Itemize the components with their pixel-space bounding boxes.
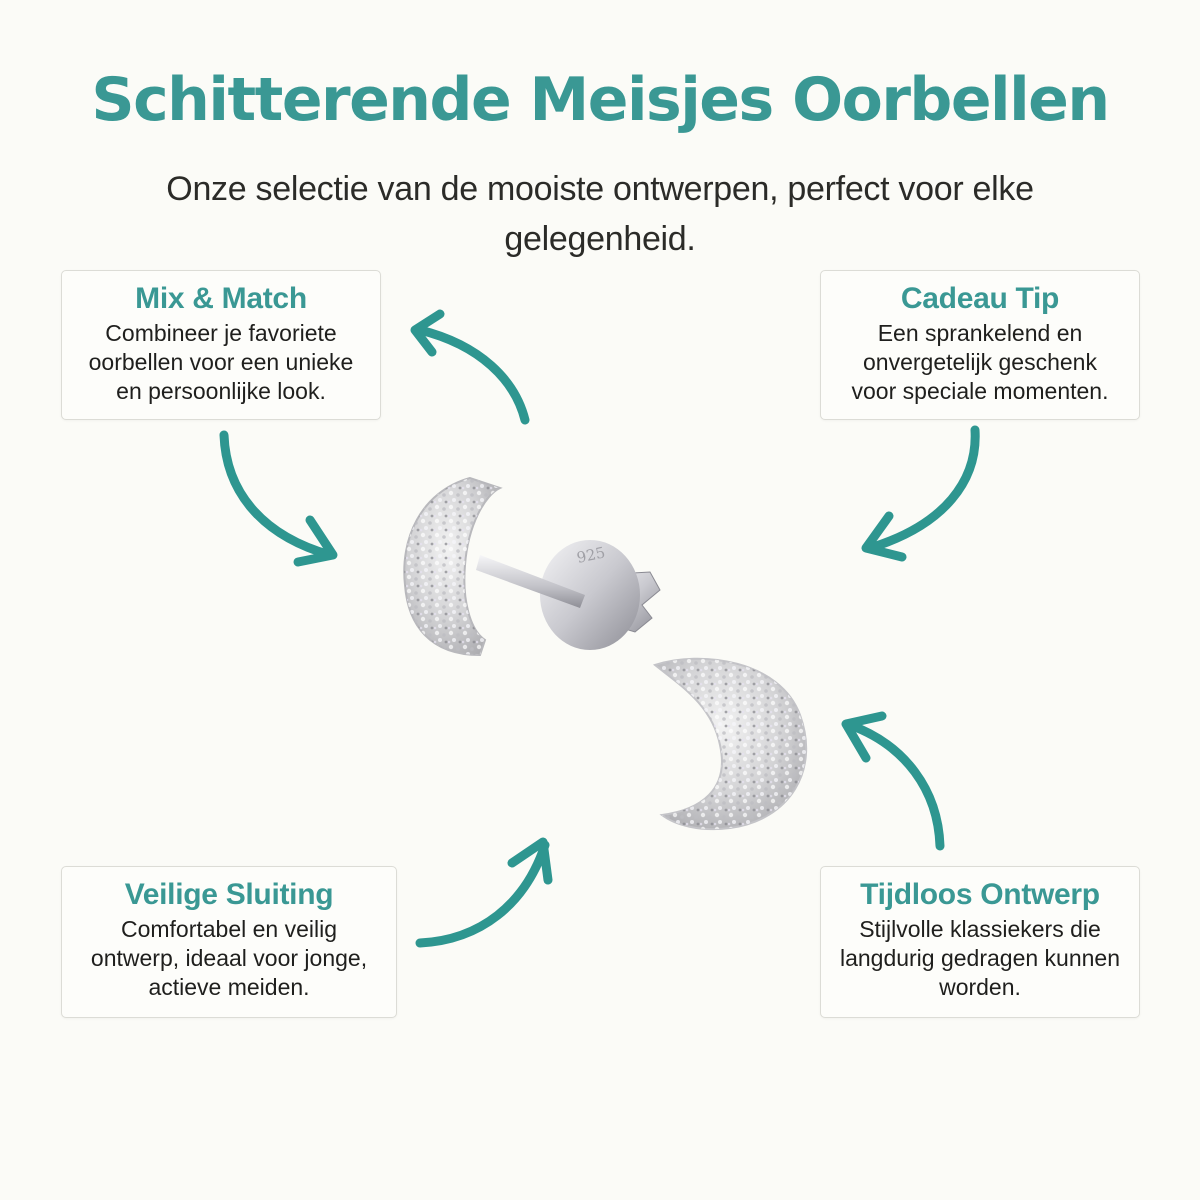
page-title: Schitterende Meisjes Oorbellen xyxy=(91,65,1110,135)
card-body: Comfortabel en veilig ontwerp, ideaal vo… xyxy=(90,916,368,1000)
feature-card-tijdloos-ontwerp: Tijdloos Ontwerp Stijlvolle klassiekers … xyxy=(820,866,1140,1018)
card-body: Een sprankelend en onvergetelijk geschen… xyxy=(851,320,1109,404)
card-title: Mix & Match xyxy=(135,282,307,315)
stamp-925: 925 xyxy=(575,543,607,567)
card-title: Cadeau Tip xyxy=(900,282,1060,315)
arrow-icon-tijd-in xyxy=(841,711,945,851)
arrow-icon-mix-in xyxy=(219,430,338,567)
earring-front-view-image xyxy=(652,657,808,831)
card-title: Tijdloos Ontwerp xyxy=(860,878,1100,911)
feature-card-mix-match: Mix & Match Combineer je favoriete oorbe… xyxy=(61,270,381,420)
card-body: Stijlvolle klassiekers die langdurig ged… xyxy=(839,916,1121,1000)
arrow-icon-mix-out xyxy=(410,309,530,425)
card-title: Veilige Sluiting xyxy=(124,878,334,911)
feature-card-veilige-sluiting: Veilige Sluiting Comfortabel en veilig o… xyxy=(61,866,397,1018)
arrow-icon-cadeau-in xyxy=(861,425,980,562)
earring-side-view-image: 925 xyxy=(403,476,661,657)
card-body: Combineer je favoriete oorbellen voor ee… xyxy=(88,320,354,404)
feature-card-cadeau-tip: Cadeau Tip Een sprankelend en onvergetel… xyxy=(820,270,1140,420)
page-subtitle: Onze selectie van de mooiste ontwerpen, … xyxy=(166,170,1034,258)
arrow-icon-veilig-out xyxy=(415,837,553,948)
